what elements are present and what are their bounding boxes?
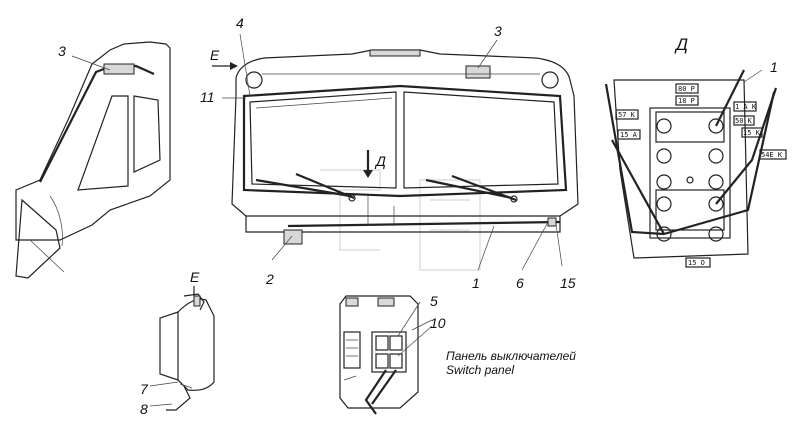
lamp-view-e [159,286,215,411]
cab-front-view [212,49,579,245]
view-e-arrow-label: E [210,47,220,63]
leader-lines [71,33,763,407]
callout-5: 5 [430,293,438,309]
callout-11: 11 [200,89,215,105]
right-marker-lamp [541,71,559,89]
callout-6: 6 [516,275,524,291]
callout-15: 15 [560,275,576,291]
watermark [320,169,481,271]
callout-7: 7 [140,381,149,397]
callout-1-bottom: 1 [472,275,480,291]
switch-panel-label-ru: Панель выключателей [446,349,576,363]
relay-tag-15o: 15 O [688,259,705,267]
relay-tag-1ak: 1 A K [735,103,757,111]
cab-roof-lamp [103,63,135,75]
relay-tag-15a: 15 A [620,131,638,139]
relay-tag-80p: 80 P [678,85,695,93]
left-marker-lamp [245,71,263,89]
view-e-detail-label: E [190,269,200,285]
relay-panel-view-d [604,69,787,268]
view-d-detail-label: Д [674,35,688,54]
callout-10: 10 [430,315,446,331]
roof-lamp-top [465,65,491,79]
roof-vent [369,49,421,57]
callout-8: 8 [140,401,148,417]
switch-panel-view [339,295,433,415]
callout-3-top: 3 [494,23,502,39]
callout-4: 4 [236,15,244,31]
cab-side-view [15,41,171,279]
callout-1-panel: 1 [770,59,778,75]
callout-2: 2 [265,271,274,287]
callout-3-left: 3 [58,43,66,59]
view-d-arrow-label: Д [374,153,386,169]
relay-tag-15k: 15 K [743,129,761,137]
switch-panel-label-en: Switch panel [446,363,514,377]
relay-tag-57k: 57 K [618,111,636,119]
relay-tag-50k: 50 K [735,117,753,125]
relay-tag-18p: 18 P [678,97,695,105]
relay-tag-54ek: 54E K [761,151,783,159]
